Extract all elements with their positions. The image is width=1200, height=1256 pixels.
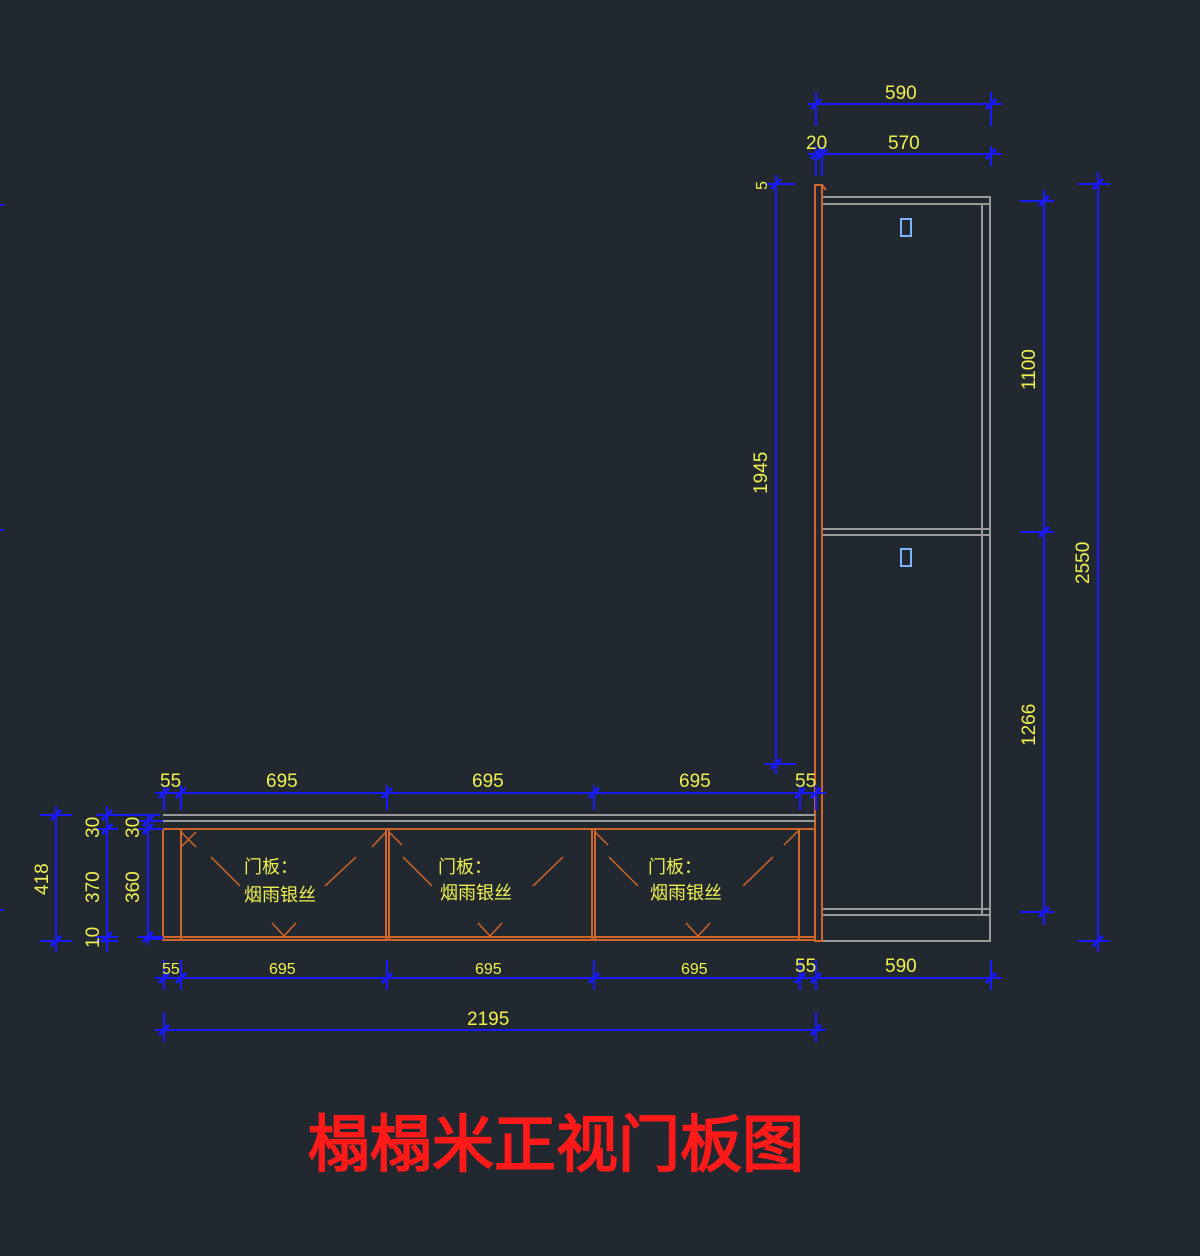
- door-2-label-line1: 门板：: [438, 857, 492, 878]
- door-opening-marks: [180, 829, 800, 938]
- dim-left-outer-top: 30: [83, 817, 104, 838]
- dim-total-height: 2550: [1073, 542, 1094, 584]
- door-1-opening: [210, 831, 387, 938]
- bed-left-end: [162, 828, 182, 941]
- dim-left-total: 418: [32, 863, 53, 895]
- drawing-title: 榻榻米正视门板图: [308, 1108, 804, 1181]
- bed-bottom-dim-6: 590: [885, 956, 917, 977]
- dim-left-inner-top: 30: [123, 817, 144, 838]
- dim-left-outer-mid: 370: [83, 871, 104, 903]
- bed-top-dim-5: 55: [795, 771, 816, 792]
- door-3-label-line1: 门板：: [648, 857, 702, 878]
- tatami-base: [162, 814, 816, 941]
- tall-cabinet-side-board: [814, 184, 823, 942]
- bed-bottom-dim-5: 55: [795, 956, 816, 977]
- dim-upper-height: 1100: [1019, 349, 1040, 390]
- dim-left-gap: 20: [806, 133, 827, 154]
- tall-cabinet-side-cap: [821, 184, 827, 191]
- dimension-text: 590 20 570 5 1945 1100 1266 2550 55 695 …: [32, 83, 1094, 1030]
- bed-total-width: 2195: [467, 1009, 509, 1030]
- bed-top-dim-1: 55: [160, 771, 181, 792]
- dim-inner-width: 570: [888, 133, 920, 154]
- door-1-label-line1: 门板：: [244, 857, 298, 878]
- dim-lower-height: 1266: [1019, 704, 1040, 746]
- hinge-mark: [180, 831, 197, 848]
- door-handle-lower: [900, 548, 912, 567]
- tall-cabinet: [814, 184, 991, 942]
- door-2-label-line2: 烟雨银丝: [440, 883, 512, 904]
- door-3-opening: [594, 829, 800, 938]
- dim-left-inner-mid: 360: [123, 871, 144, 903]
- dim-left-outer-bot: 10: [83, 927, 104, 948]
- bed-top-dim-2: 695: [266, 771, 298, 792]
- dimension-lines: [0, 92, 1110, 1042]
- bed-bottom-dim-3: 695: [475, 961, 502, 978]
- bed-bottom-dim-2: 695: [269, 961, 296, 978]
- door-labels: 门板： 烟雨银丝 门板： 烟雨银丝 门板： 烟雨银丝: [244, 857, 722, 906]
- dim-top-gap: 5: [754, 181, 771, 190]
- door-1-label-line2: 烟雨银丝: [244, 885, 316, 906]
- bed-bottom-dim-1: 55: [162, 961, 180, 978]
- door-handle-upper: [900, 218, 912, 237]
- bed-top-dim-3: 695: [472, 771, 504, 792]
- dim-overall-width: 590: [885, 83, 917, 104]
- dim-left-height: 1945: [751, 452, 772, 494]
- bed-bottom-dim-4: 695: [681, 961, 708, 978]
- door-3-label-line2: 烟雨银丝: [650, 883, 722, 904]
- door-2-opening: [388, 831, 564, 938]
- tall-cabinet-outline: [821, 196, 991, 942]
- bed-right-end: [798, 828, 816, 941]
- bed-top-dim-4: 695: [679, 771, 711, 792]
